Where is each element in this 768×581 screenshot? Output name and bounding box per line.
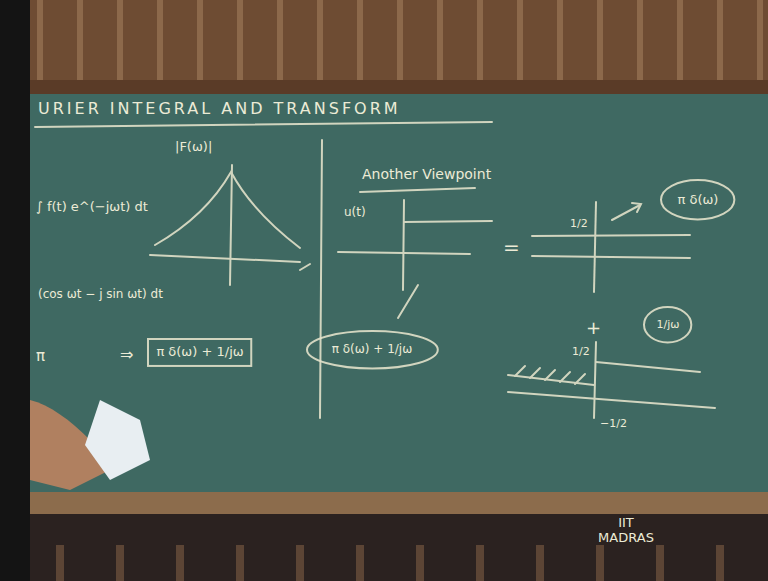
axis-label: |F(ω)| — [175, 140, 212, 155]
board-title: URIER INTEGRAL AND TRANSFORM — [38, 100, 401, 118]
level-label: −1/2 — [600, 418, 627, 431]
node-text: π δ(ω) + 1/jω — [147, 345, 252, 360]
watermark: IIT MADRAS — [596, 516, 656, 546]
plus-sign: + — [586, 318, 601, 339]
expansion-expression: (cos ωt − j sin ωt) dt — [38, 288, 163, 302]
function-label: u(t) — [344, 206, 366, 220]
result-ellipse: π δ(ω) — [660, 179, 735, 220]
constant-symbol: π — [36, 348, 45, 365]
result-ellipse: 1/jω — [643, 306, 692, 343]
result-box: π δ(ω) + 1/jω — [147, 338, 252, 367]
implies-symbol: ⇒ — [120, 346, 133, 364]
node-text: π δ(ω) — [660, 193, 735, 208]
node-text: π δ(ω) + 1/jω — [306, 343, 439, 357]
level-label: 1/2 — [572, 346, 590, 359]
integral-expression: ∫ f(t) e^(−jωt) dt — [36, 200, 148, 215]
result-ellipse: π δ(ω) + 1/jω — [306, 330, 439, 369]
level-label: 1/2 — [570, 218, 588, 231]
equals-sign: = — [503, 236, 520, 259]
node-text: 1/jω — [643, 319, 692, 332]
section-heading: Another Viewpoint — [362, 166, 491, 182]
